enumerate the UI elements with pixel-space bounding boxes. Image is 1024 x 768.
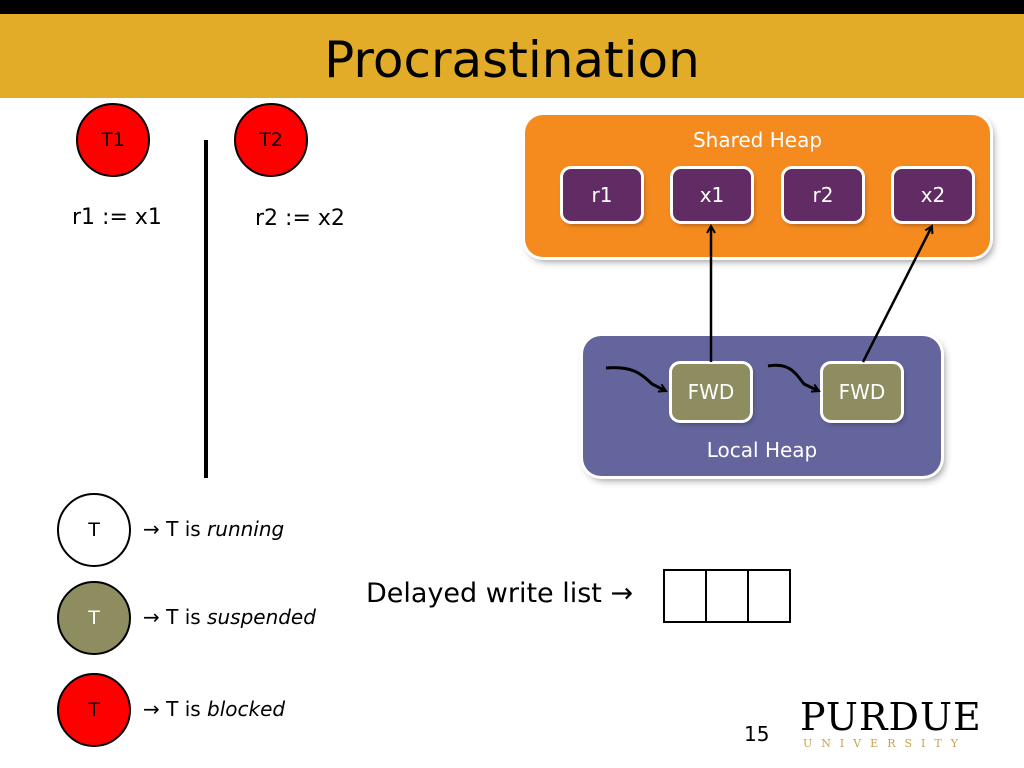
legend-blocked-text: → T is blocked (143, 697, 286, 721)
thread-t1-circle: T1 (76, 103, 150, 177)
incoming-fwd2-arrow (767, 363, 819, 391)
legend-running-text: → T is running (143, 517, 285, 541)
thread-t1-code: r1 := x1 (72, 205, 162, 230)
purdue-logo-sub: UNIVERSITY (803, 737, 967, 750)
arrow-icon: → (143, 605, 160, 629)
slide-title: Procrastination (324, 31, 700, 89)
legend-blocked-circle: T (57, 673, 131, 747)
local-cell-fwd-1: FWD (672, 364, 750, 420)
shared-cell-x2: x2 (894, 169, 972, 221)
local-cell-fwd-2: FWD (823, 364, 901, 420)
thread-t2-circle: T2 (234, 103, 308, 177)
write-list-slot (747, 569, 791, 623)
legend-running-circle: T (57, 493, 131, 567)
page-number: 15 (744, 722, 770, 746)
local-heap-label: Local Heap (706, 438, 818, 462)
legend-suspended-text: → T is suspended (143, 605, 316, 629)
incoming-fwd1-arrow (605, 366, 666, 391)
write-list-slot (705, 569, 749, 623)
shared-heap-label: Shared Heap (692, 128, 823, 152)
shared-cell-x1: x1 (673, 169, 751, 221)
top-black-bar (0, 0, 1024, 14)
fwd2-to-x2-arrow (861, 226, 932, 363)
title-bar (0, 14, 1024, 98)
arrow-icon: → (143, 697, 160, 721)
arrow-icon: → (143, 517, 160, 541)
legend-suspended-circle: T (57, 581, 131, 655)
thread-divider (204, 140, 208, 478)
thread-t2-code: r2 := x2 (255, 206, 345, 231)
purdue-logo: PURDUE (800, 695, 982, 739)
delayed-write-list-label: Delayed write list → (366, 578, 634, 609)
shared-cell-r2: r2 (784, 169, 862, 221)
write-list-slot (663, 569, 707, 623)
shared-cell-r1: r1 (563, 169, 641, 221)
